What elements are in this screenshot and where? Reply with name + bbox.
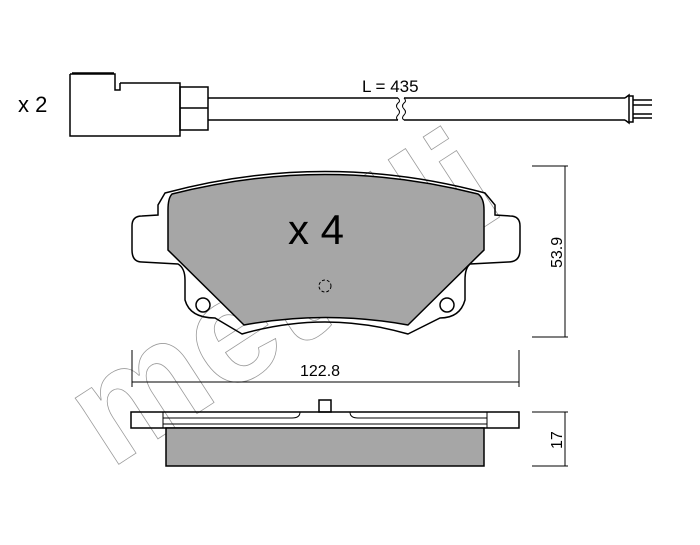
- sensor-quantity-label: x 2: [18, 92, 47, 117]
- wear-sensor: [69, 72, 652, 137]
- width-dimension: [131, 350, 520, 387]
- thickness-dimension: [532, 411, 568, 467]
- pad-quantity-label: x 4: [288, 206, 344, 253]
- thickness-dimension-label: 17: [549, 431, 566, 449]
- height-dimension-label: 53.9: [549, 237, 566, 268]
- brake-pad-side-view: [130, 399, 520, 467]
- wire-length-label: L = 435: [362, 77, 419, 96]
- width-dimension-label: 122.8: [300, 363, 340, 380]
- height-dimension: [532, 165, 568, 338]
- brake-pad-front-view: [131, 170, 521, 335]
